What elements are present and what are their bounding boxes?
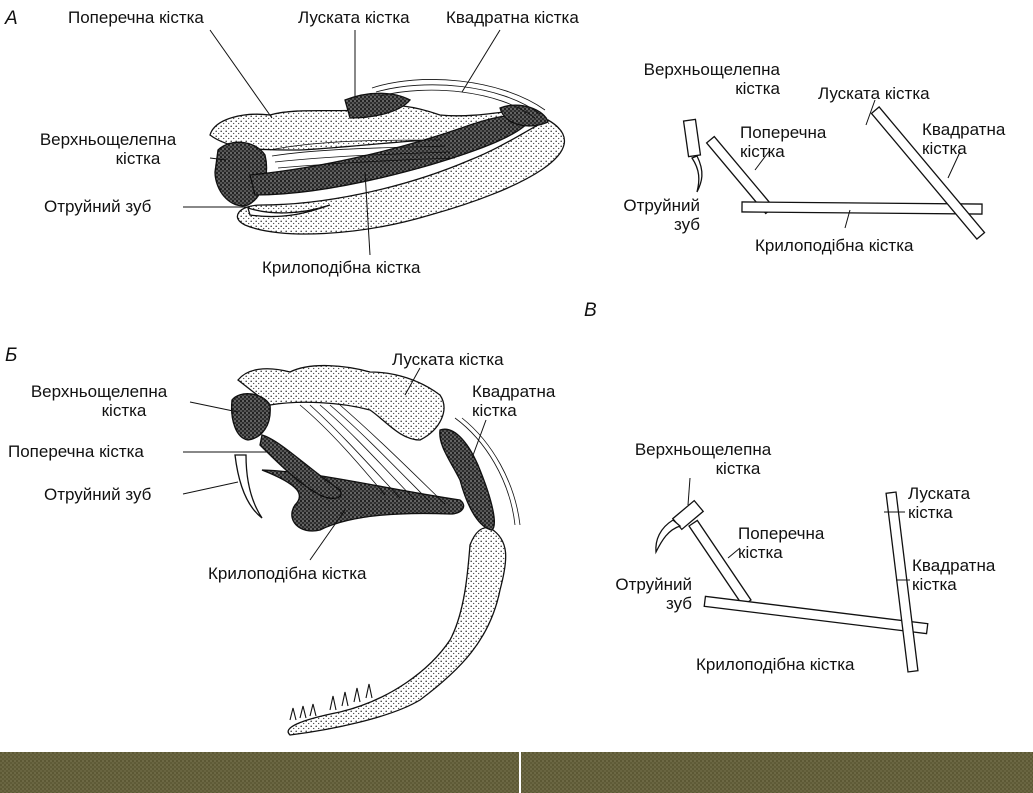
label-sb-transverse: Поперечна кістка [738,524,824,562]
quadrate-b [440,429,495,530]
label-sb-maxilla: Верхньощелепна кістка [618,440,788,478]
label-sa-transverse-line1: Поперечна [740,123,826,142]
label-sa-transverse-line2: кістка [740,142,826,161]
label-sb-fang-line1: Отруйний [600,575,692,594]
panel-letter-b: Б [5,345,17,367]
label-b-fang: Отруйний зуб [44,485,151,504]
label-a-pterygoid: Крилоподібна кістка [262,258,420,277]
label-sb-maxilla-line1: Верхньощелепна [618,440,788,459]
scheme-b-fang [656,520,680,552]
label-a-maxilla-line1: Верхньощелепна [8,130,208,149]
label-sa-maxilla-line2: кістка [610,79,780,98]
label-sb-quadrate-line1: Квадратна [912,556,995,575]
label-sa-fang-line2: зуб [620,215,700,234]
mandible-b [288,528,506,735]
label-sa-maxilla-line1: Верхньощелепна [610,60,780,79]
label-sa-fang-line1: Отруйний [620,196,700,215]
label-b-quadrate-line1: Квадратна [472,382,555,401]
maxilla-b [232,394,271,440]
label-a-maxilla-line2: кістка [8,149,208,168]
label-sb-fang: Отруйний зуб [600,575,692,613]
label-a-squamosal: Луската кістка [298,8,410,27]
label-sb-fang-line2: зуб [600,594,692,613]
label-sa-pterygoid: Крилоподібна кістка [755,236,913,255]
label-b-maxilla: Верхньощелепна кістка [8,382,190,420]
label-b-transverse: Поперечна кістка [8,442,144,461]
label-b-quadrate: Квадратна кістка [472,382,555,420]
label-sa-maxilla: Верхньощелепна кістка [610,60,780,98]
label-sb-squamosal-line1: Луската [908,484,970,503]
label-a-transverse: Поперечна кістка [68,8,204,27]
label-sb-squamosal: Луската кістка [908,484,970,522]
pterygoid-b [262,470,464,531]
skull-b [232,366,520,735]
label-b-maxilla-line2: кістка [8,401,190,420]
label-sb-quadrate-line2: кістка [912,575,995,594]
label-sa-quadrate: Квадратна кістка [922,120,1005,158]
scheme-a-pterygoid [742,202,982,214]
label-b-pterygoid: Крилоподібна кістка [208,564,366,583]
label-sa-transverse: Поперечна кістка [740,123,826,161]
panel-letter-v: В [584,300,597,322]
label-b-squamosal: Луската кістка [392,350,504,369]
label-sb-quadrate: Квадратна кістка [912,556,995,594]
label-a-quadrate: Квадратна кістка [446,8,579,27]
label-a-maxilla: Верхньощелепна кістка [8,130,208,168]
label-sa-quadrate-line1: Квадратна [922,120,1005,139]
skull-a [210,79,564,234]
label-a-fang: Отруйний зуб [44,197,151,216]
label-sb-maxilla-line2: кістка [618,459,788,478]
label-sb-squamosal-line2: кістка [908,503,970,522]
panel-letter-a: А [5,8,18,30]
scheme-a-maxilla [684,119,701,156]
label-b-quadrate-line2: кістка [472,401,555,420]
label-b-maxilla-line1: Верхньощелепна [8,382,190,401]
label-sb-pterygoid: Крилоподібна кістка [696,655,854,674]
bottom-photo-strip [0,752,1033,793]
label-sa-fang: Отруйний зуб [620,196,700,234]
scheme-b [656,492,928,672]
label-sa-quadrate-line2: кістка [922,139,1005,158]
scheme-b-pterygoid [704,596,928,633]
label-sb-transverse-line1: Поперечна [738,524,824,543]
label-sb-transverse-line2: кістка [738,543,824,562]
label-sa-squamosal: Луската кістка [818,84,930,103]
fang-b [235,455,262,518]
scheme-a-fang [692,156,702,192]
